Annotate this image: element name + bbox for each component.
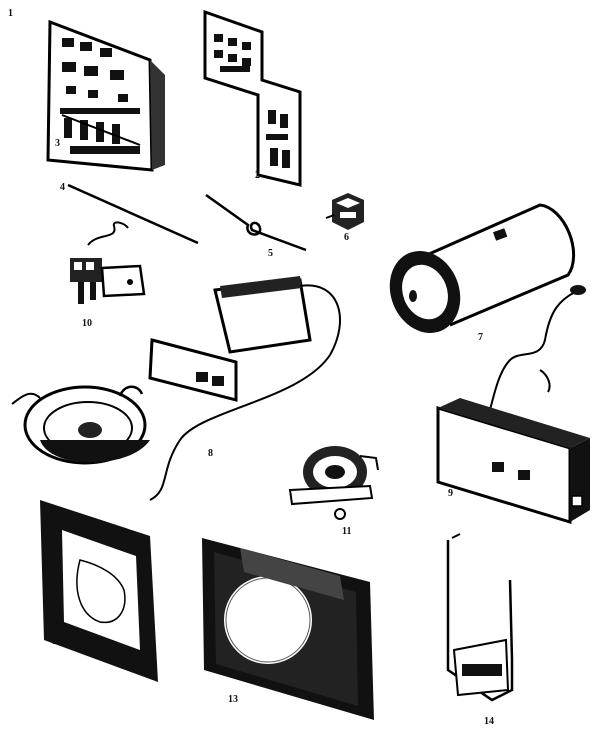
part-13-panel: [202, 538, 374, 720]
part-14-terminal-strip: [446, 533, 514, 702]
part-label: 8: [208, 448, 213, 459]
part-label: 6: [344, 232, 349, 243]
part-3-circuit-board: [46, 19, 165, 172]
part-9-control-housing: [436, 285, 590, 525]
page-mark: 1: [8, 8, 13, 19]
part-label: 3: [55, 138, 60, 149]
part-label: 4: [60, 182, 65, 193]
part-label: 11: [342, 526, 351, 537]
part-label: 2: [255, 170, 260, 181]
part-label: 12: [52, 636, 62, 647]
part-6-relay: [325, 193, 364, 230]
part-2-circuit-board: [203, 9, 302, 187]
part-7-cylinder: [389, 203, 576, 333]
part-5-spring-wire: [205, 193, 307, 252]
part-label: 9: [448, 488, 453, 499]
part-label: 5: [268, 248, 273, 259]
part-label: 10: [82, 318, 92, 329]
part-label: 14: [484, 716, 494, 727]
part-label: 7: [478, 332, 483, 343]
part-10-switch: [70, 221, 146, 304]
part-11-gear-motor: [288, 446, 379, 520]
part-12-frame: [40, 500, 158, 682]
part-4-rod: [67, 183, 199, 245]
part-8-motor-assembly: [11, 276, 341, 501]
part-label: 13: [228, 694, 238, 705]
